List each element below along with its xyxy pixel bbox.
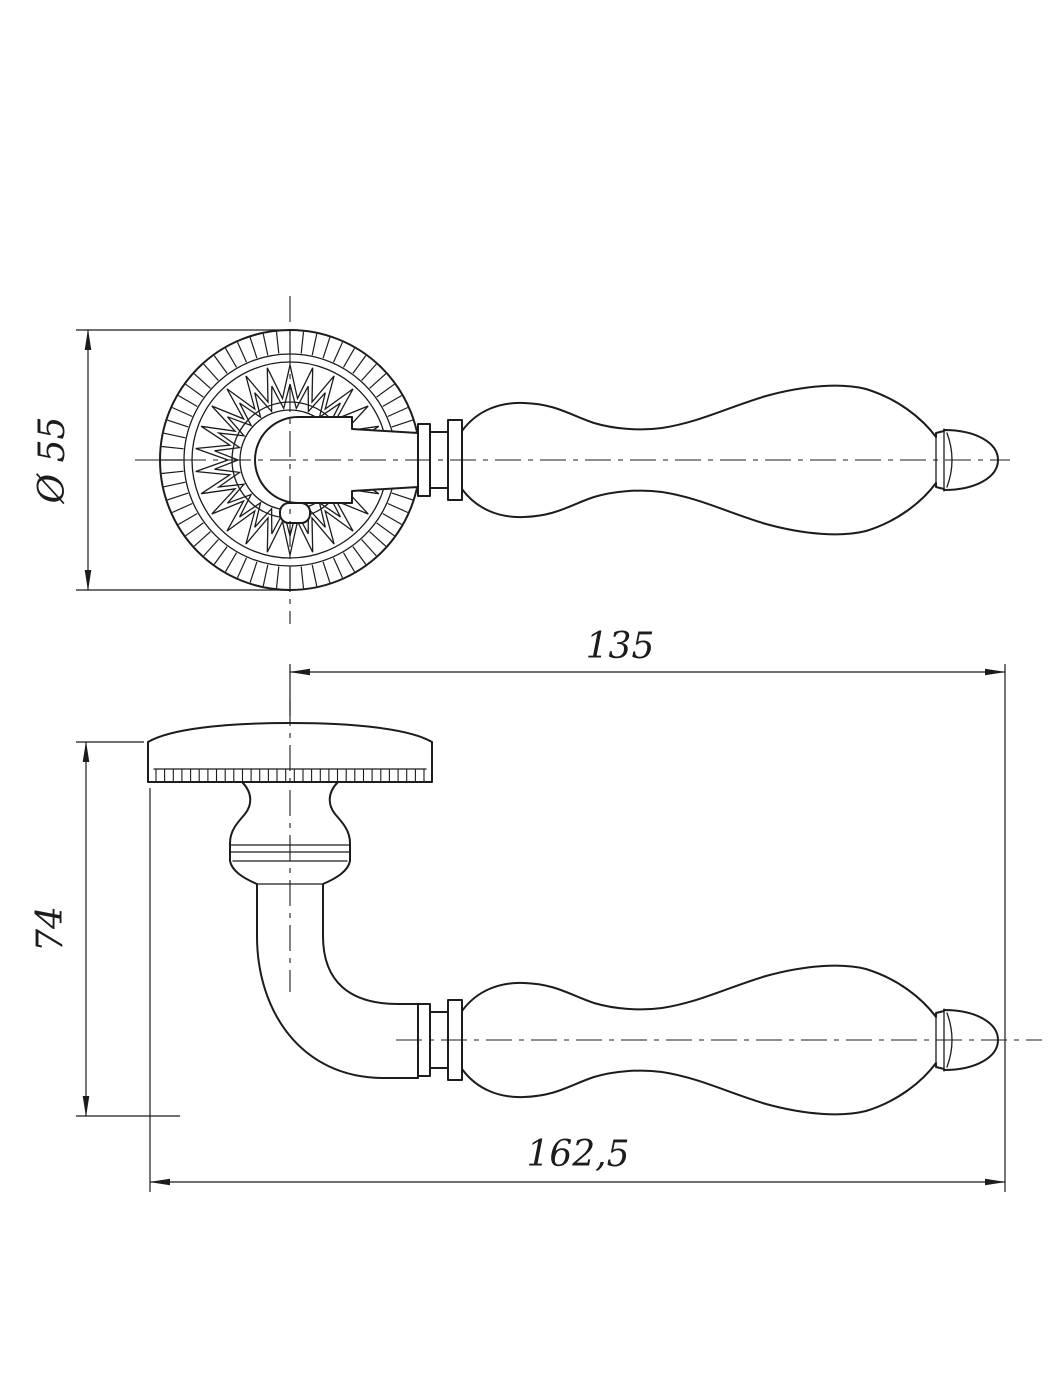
side-view: [147, 722, 999, 1116]
centerlines: [135, 296, 1042, 1041]
handle-neck: [254, 416, 419, 524]
dimension-projection: 74: [30, 741, 180, 1117]
side-stem-elbow: [229, 781, 419, 1079]
neck-bottom-tab: [279, 502, 311, 524]
dimension-overall-length: 162,5: [149, 788, 1006, 1192]
dim-label-diameter: Ø 55: [32, 417, 73, 505]
plate-dentil-ticks: [155, 769, 425, 781]
dim-label-135: 135: [586, 626, 655, 667]
dim-label-162-5: 162,5: [526, 1134, 629, 1175]
stem-elbow-outline: [229, 781, 419, 1079]
dimension-handle-length: 135: [289, 626, 1006, 1192]
dim-label-74: 74: [30, 906, 71, 952]
dimension-diameter: Ø 55: [32, 329, 294, 591]
